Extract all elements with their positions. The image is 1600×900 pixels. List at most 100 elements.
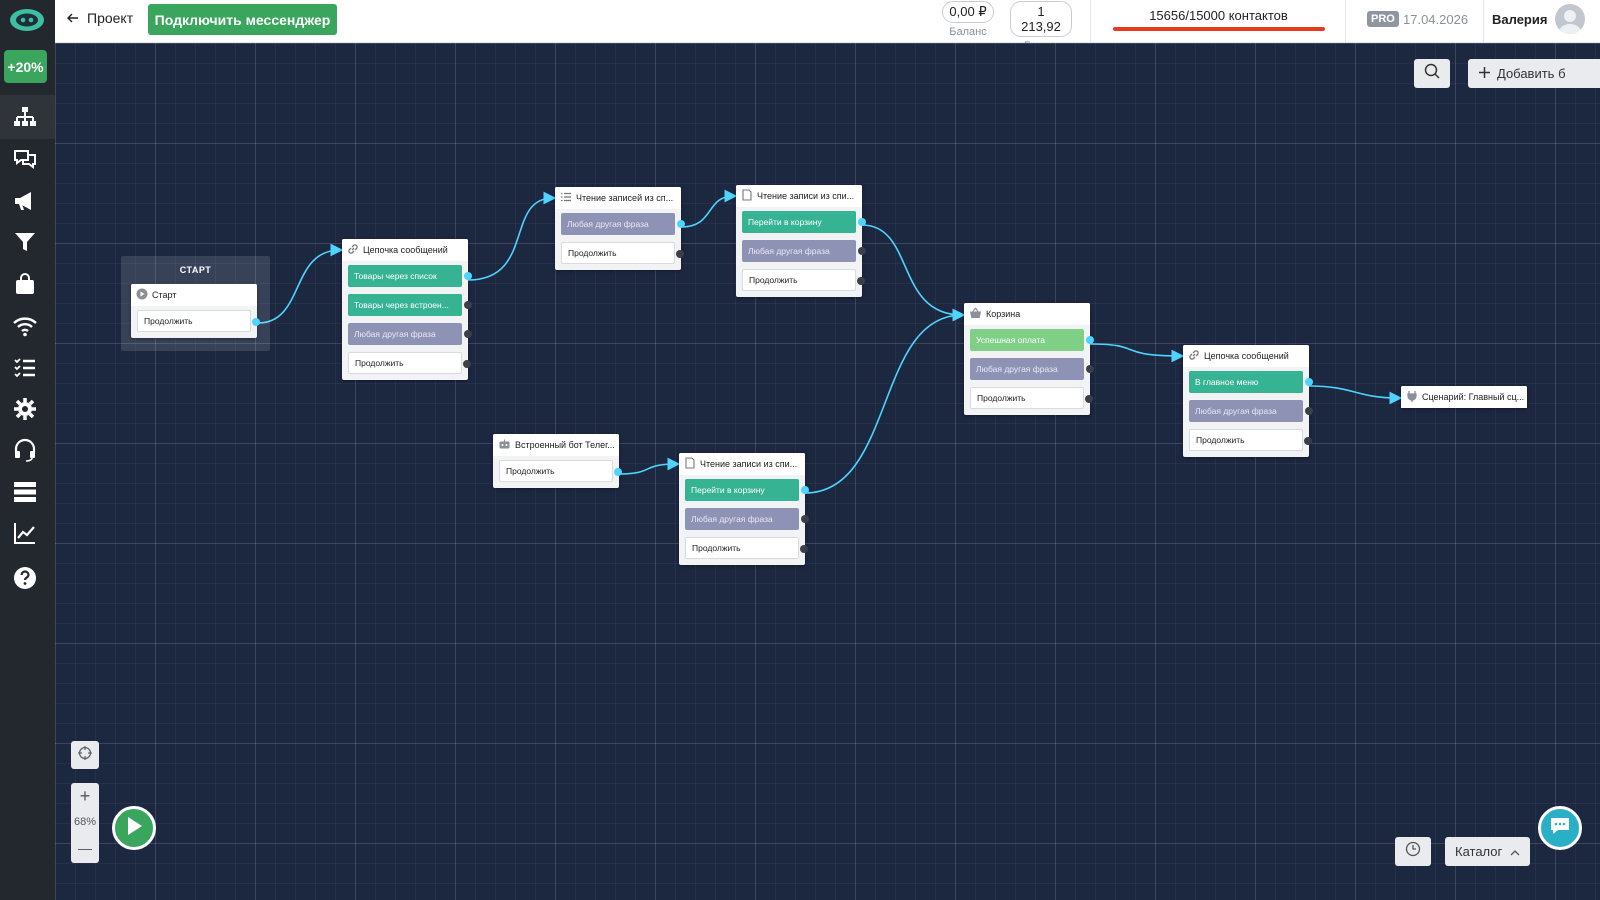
output-port[interactable] [801,515,809,523]
user-name[interactable]: Валерия [1492,12,1548,27]
node-button[interactable]: Любая другая фраза [1189,400,1313,422]
node-start[interactable]: Старт Продолжить [131,284,260,338]
node-header[interactable]: Сценарий: Главный сц... [1401,386,1527,408]
node-button[interactable]: Продолжить [348,352,471,374]
output-port[interactable] [614,468,622,476]
node-button[interactable]: Продолжить [1189,429,1312,451]
node-header[interactable]: Чтение записей из сп... [555,187,681,209]
button-label: Перейти в корзину [691,485,765,495]
chats-icon[interactable] [9,143,41,175]
filter-icon[interactable] [9,226,41,258]
connect-messenger-button[interactable]: Подключить мессенджер [148,4,337,35]
output-port[interactable] [464,272,472,280]
robot-icon [498,438,511,452]
node-scenario[interactable]: Сценарий: Главный сц... [1401,386,1527,408]
zoom-level: 68% [73,816,97,828]
node-cart[interactable]: Корзина Успешная оплата Любая другая фра… [964,303,1094,415]
node-header[interactable]: Корзина [964,303,1090,325]
node-button[interactable]: Продолжить [499,460,622,482]
node-button[interactable]: Любая другая фраза [685,508,809,530]
back-link[interactable]: Проект [67,10,133,26]
output-port[interactable] [464,301,472,309]
node-read-record[interactable]: Чтение записи из спи... Перейти в корзин… [736,185,866,297]
catalog-button[interactable]: Каталог [1445,837,1530,866]
node-button[interactable]: Перейти в корзину [685,479,809,501]
history-button[interactable] [1395,837,1431,866]
contacts-counter[interactable]: 15656/15000 контактов [1149,8,1288,23]
chat-bubble-icon [1549,816,1571,841]
node-header[interactable]: Цепочка сообщений [342,239,468,261]
add-block-button[interactable]: Добавить б [1468,59,1600,88]
output-port[interactable] [464,330,472,338]
output-port[interactable] [1304,437,1312,445]
promo-badge[interactable]: +20% [4,50,47,83]
wifi-icon[interactable] [9,310,41,342]
center-view-button[interactable] [71,741,99,769]
button-label: Продолжить [355,358,404,368]
button-label: Продолжить [1196,435,1245,445]
logo-icon[interactable] [8,6,46,34]
output-port[interactable] [858,247,866,255]
node-button[interactable]: Любая другая фраза [348,323,472,345]
database-icon[interactable] [9,476,41,508]
node-button[interactable]: В главное меню [1189,371,1313,393]
node-button[interactable]: Товары через список [348,265,472,287]
output-port[interactable] [858,218,866,226]
button-label: Успешная оплата [976,335,1045,345]
divider [1483,0,1484,43]
node-button[interactable]: Продолжить [970,387,1093,409]
node-button[interactable]: Успешная оплата [970,329,1094,351]
help-icon[interactable] [9,562,41,594]
output-port[interactable] [800,545,808,553]
node-read-records[interactable]: Чтение записей из сп... Любая другая фра… [555,187,685,270]
plan-badge[interactable]: PRO [1367,11,1399,27]
node-button[interactable]: Любая другая фраза [742,240,866,262]
node-button[interactable]: Любая другая фраза [970,358,1094,380]
megaphone-icon[interactable] [9,185,41,217]
node-button[interactable]: Продолжить [561,242,684,264]
gear-icon[interactable] [9,393,41,425]
bag-icon[interactable] [9,268,41,300]
zoom-out-button[interactable]: — [78,840,92,856]
flow-canvas[interactable]: СТАРТ Старт Продолжить Цепочка сообщений… [55,43,1600,900]
balance-stat[interactable]: 0,00 ₽ Баланс [938,0,998,38]
node-message-chain[interactable]: Цепочка сообщений Товары через список То… [342,239,472,380]
node-button[interactable]: Продолжить [137,310,260,332]
output-port[interactable] [1086,336,1094,344]
output-port[interactable] [801,486,809,494]
headset-icon[interactable] [9,434,41,466]
output-port[interactable] [1085,395,1093,403]
node-button[interactable]: Любая другая фраза [561,213,685,235]
output-port[interactable] [676,250,684,258]
node-header[interactable]: Чтение записи из спи... [679,453,805,475]
support-chat-button[interactable] [1538,806,1582,850]
node-header[interactable]: Встроенный бот Телег... [493,434,619,456]
analytics-icon[interactable] [9,517,41,549]
flow-icon[interactable] [0,95,55,139]
checklist-icon[interactable] [9,351,41,383]
output-port[interactable] [1086,365,1094,373]
node-header[interactable]: Цепочка сообщений [1183,345,1309,367]
node-button[interactable]: Товары через встроен... [348,294,472,316]
node-telegram-bot[interactable]: Встроенный бот Телег... Продолжить [493,434,622,488]
node-button[interactable]: Продолжить [742,269,865,291]
output-port[interactable] [1305,407,1313,415]
node-message-chain[interactable]: Цепочка сообщений В главное меню Любая д… [1183,345,1313,457]
output-port[interactable] [857,277,865,285]
output-port[interactable] [463,360,471,368]
sidebar: +20% [0,0,55,900]
run-button[interactable] [112,806,156,850]
plan-date: 17.04.2026 [1403,12,1469,27]
search-button[interactable] [1414,59,1450,88]
output-port[interactable] [1305,378,1313,386]
node-read-record[interactable]: Чтение записи из спи... Перейти в корзин… [679,453,809,565]
zoom-in-button[interactable]: + [79,785,91,806]
node-header[interactable]: Старт [131,284,257,306]
avatar[interactable] [1555,4,1585,34]
node-title: Чтение записи из спи... [757,191,855,201]
output-port[interactable] [677,220,685,228]
output-port[interactable] [252,318,260,326]
node-header[interactable]: Чтение записи из спи... [736,185,862,207]
node-button[interactable]: Продолжить [685,537,808,559]
node-button[interactable]: Перейти в корзину [742,211,866,233]
